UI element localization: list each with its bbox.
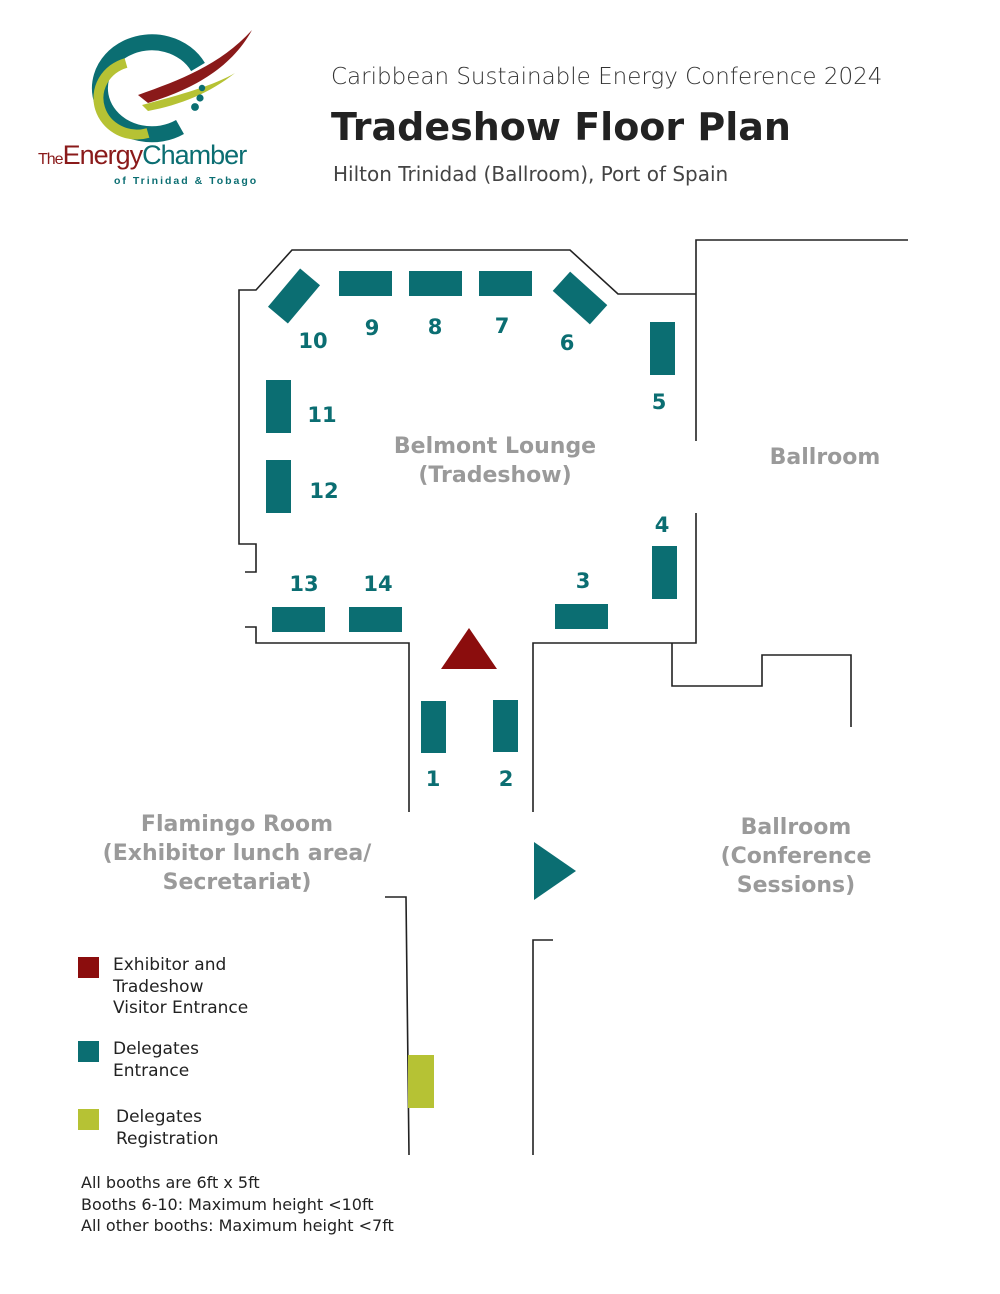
booth-label-11: 11 [307,403,336,427]
wall-lounge-right-lower [532,513,697,812]
booth-label-13: 13 [289,572,318,596]
booth-14[interactable] [349,607,402,632]
booths [266,268,677,753]
delegates-registration-marker [408,1055,434,1108]
room-ballroom: Ballroom [770,445,881,470]
wall-ballroom-top [695,239,908,294]
note-booths-6-10-height: Booths 6-10: Maximum height <10ft [81,1194,374,1214]
room-flamingo-3: Secretariat) [163,870,312,895]
note-other-booths-height: All other booths: Maximum height <7ft [81,1216,394,1235]
booth-label-9: 9 [365,316,380,340]
logo-the: The [38,151,64,168]
legend-swatch-delegates [78,1041,99,1062]
wall-corridor-left [385,896,410,1156]
booth-13[interactable] [272,607,325,632]
booth-8[interactable] [409,271,462,296]
wall-lounge-bottom-left [245,626,410,812]
delegates-entrance-marker [534,842,576,900]
energy-chamber-logo: TheEnergyChamber of Trinidad & Tobago [30,25,290,195]
booth-10[interactable] [267,268,321,324]
booth-label-5: 5 [652,390,667,414]
room-flamingo-2: (Exhibitor lunch area/ [103,841,373,866]
room-ballroom-sessions-2: (Conference [721,844,872,869]
booth-label-4: 4 [655,513,670,537]
booth-label-8: 8 [428,315,443,339]
legend-label-registration: Delegates Registration [116,1107,219,1149]
walls [238,239,908,1156]
note-booth-size: All booths are 6ft x 5ft [81,1173,260,1192]
wall-ballroom-notch [671,643,852,727]
logo-swoosh-icon [91,30,252,143]
legend-swatch-exhibitor [78,957,99,978]
booth-label-1: 1 [426,767,441,791]
booth-label-2: 2 [499,767,514,791]
booth-2[interactable] [493,700,518,752]
booth-5[interactable] [650,322,675,375]
booth-11[interactable] [266,380,291,433]
room-ballroom-sessions-1: Ballroom [741,815,852,840]
room-ballroom-sessions-3: Sessions) [737,873,855,898]
booth-label-6: 6 [560,331,575,355]
booth-notes: All booths are 6ft x 5ft Booths 6-10: Ma… [81,1172,394,1237]
booth-7[interactable] [479,271,532,296]
conference-title: Caribbean Sustainable Energy Conference … [331,64,883,90]
booth-label-7: 7 [495,314,510,338]
legend-label-exhibitor: Exhibitor and Tradeshow Visitor Entrance [113,955,249,1018]
logo-wordmark: TheEnergyChamber [38,140,247,171]
booth-label-3: 3 [576,569,591,593]
exhibitor-entrance-marker [441,628,497,669]
wall-corridor-right [532,939,553,1155]
page-title: Tradeshow Floor Plan [331,105,791,149]
wall-lounge-top [238,249,696,573]
booth-12[interactable] [266,460,291,513]
booth-label-14: 14 [363,572,392,596]
legend-swatch-registration [78,1109,99,1130]
booth-4[interactable] [652,546,677,599]
venue-subtitle: Hilton Trinidad (Ballroom), Port of Spai… [333,162,729,186]
room-belmont-lounge: Belmont Lounge [394,434,596,459]
room-flamingo-1: Flamingo Room [141,812,333,837]
booth-label-12: 12 [309,479,338,503]
logo-subtitle: of Trinidad & Tobago [114,175,259,187]
room-belmont-tradeshow: (Tradeshow) [418,463,571,488]
booth-1[interactable] [421,701,446,753]
booth-9[interactable] [339,271,392,296]
logo-energy: Energy [62,140,144,170]
booth-3[interactable] [555,604,608,629]
legend-label-delegates: Delegates Entrance [113,1039,199,1081]
booth-6[interactable] [552,271,608,325]
booth-label-10: 10 [298,329,327,353]
logo-chamber: Chamber [142,140,247,170]
